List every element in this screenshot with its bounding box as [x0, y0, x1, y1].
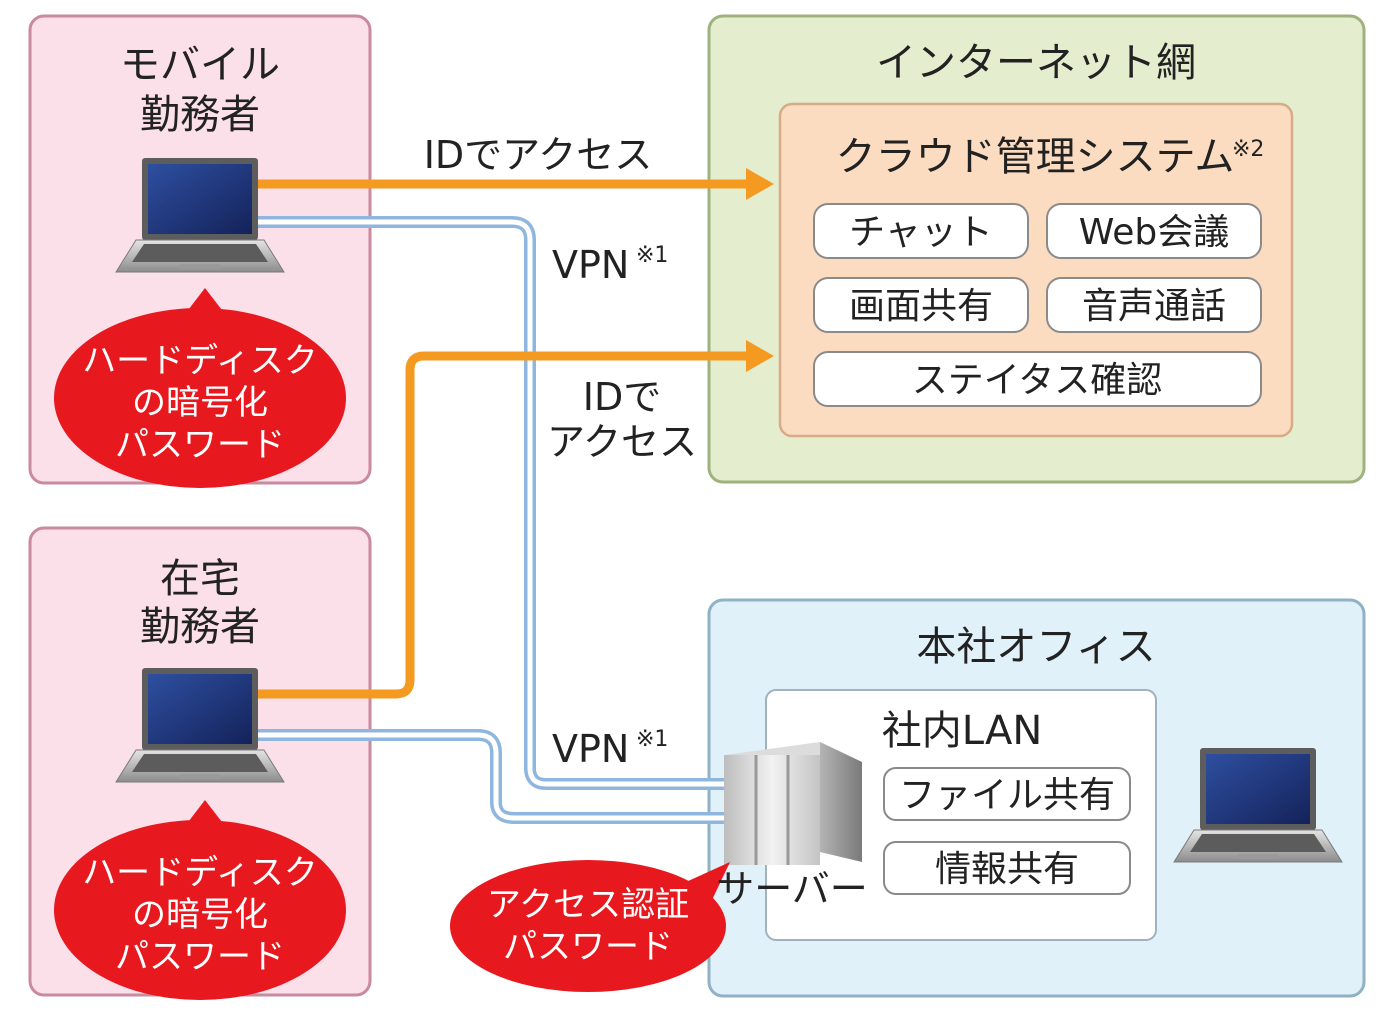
- arrowhead-1: [746, 168, 774, 200]
- vpn-label-2: VPN: [552, 727, 629, 771]
- home-title-line2: 勤務者: [140, 604, 260, 650]
- service-status-check: [813, 351, 1262, 407]
- home-title-line1: 在宅: [160, 556, 240, 602]
- service-chat-label: チャット: [849, 212, 993, 253]
- auth-bubble-line2: パスワード: [503, 927, 673, 967]
- mobile-bubble-line1: ハードディスク: [82, 341, 318, 381]
- id-access-label-2-line2: アクセス: [547, 420, 697, 464]
- id-access-label-2-line1: IDで: [583, 375, 661, 419]
- mobile-bubble: [54, 288, 346, 488]
- mobile-bubble-line3: パスワード: [115, 425, 285, 465]
- lan-info-share-label: 情報共有: [935, 849, 1079, 890]
- mobile-bubble-line2: の暗号化: [132, 383, 268, 423]
- service-web-meeting-label: Web会議: [1079, 212, 1230, 253]
- vpn-label-1: VPN: [552, 243, 629, 287]
- cloud-note: ※2: [1232, 137, 1264, 162]
- home-bubble-line2: の暗号化: [132, 895, 268, 935]
- service-voice-call: [1046, 277, 1262, 333]
- lan-file-share: [883, 767, 1131, 821]
- home-bubble-line1: ハードディスク: [82, 853, 318, 893]
- arrowhead-2: [746, 340, 774, 372]
- vpn-note-1: ※1: [636, 243, 668, 268]
- service-web-meeting: [1046, 203, 1262, 259]
- service-status-check-label: ステイタス確認: [912, 360, 1163, 401]
- id-access-label-1: IDでアクセス: [424, 133, 653, 177]
- auth-bubble-line1: アクセス認証: [487, 885, 689, 925]
- office-title: 本社オフィス: [916, 624, 1155, 670]
- auth-bubble: [450, 860, 730, 992]
- lan-file-share-label: ファイル共有: [899, 775, 1115, 816]
- id-access-arrow-home: [254, 351, 748, 699]
- cloud-title: クラウド管理システム: [836, 134, 1235, 180]
- mobile-title-line1: モバイル: [120, 42, 280, 88]
- lan-info-share: [883, 841, 1131, 895]
- lan-title: 社内LAN: [882, 708, 1043, 754]
- service-screen-share-label: 画面共有: [849, 286, 993, 327]
- home-bubble-line3: パスワード: [115, 937, 285, 977]
- mobile-title-line2: 勤務者: [140, 92, 260, 138]
- vpn-note-2: ※1: [636, 727, 668, 752]
- server-icon: [724, 742, 862, 865]
- service-chat: [813, 203, 1029, 259]
- service-screen-share: [813, 277, 1029, 333]
- service-voice-call-label: 音声通話: [1082, 286, 1226, 327]
- server-label: サーバー: [716, 867, 868, 911]
- internet-title: インターネット網: [876, 40, 1196, 86]
- home-bubble: [54, 800, 346, 1000]
